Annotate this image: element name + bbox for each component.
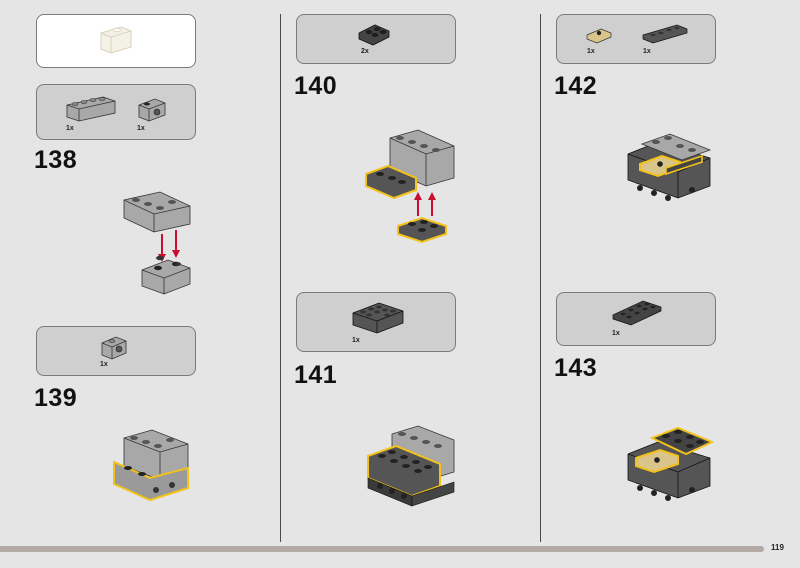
parts-box-step-142: 1x 1x	[556, 14, 716, 64]
plate-2x4-icon	[612, 300, 662, 326]
brick-with-hole-icon	[138, 98, 166, 122]
parts-box-step-143: 1x	[556, 292, 716, 346]
step-number: 142	[554, 72, 598, 100]
part-qty: 1x	[612, 330, 620, 337]
part-qty: 1x	[643, 48, 651, 55]
step-number: 141	[294, 361, 338, 389]
previous-step-box	[36, 14, 196, 68]
step-number: 140	[294, 72, 338, 100]
part-qty: 1x	[352, 337, 360, 344]
assembly-step-141	[367, 425, 455, 507]
parts-box-step-139: 1x	[36, 326, 196, 376]
parts-box-step-141: 1x	[296, 292, 456, 352]
part-qty: 1x	[66, 125, 74, 132]
column-divider-left	[280, 14, 281, 542]
parts-box-step-138: 1x 1x	[36, 84, 196, 140]
assembly-step-143	[627, 426, 715, 501]
footer-progress-bar	[0, 546, 764, 552]
step-number: 139	[34, 384, 78, 412]
brick-1x4-icon	[66, 96, 116, 122]
plate-2x2-icon	[358, 24, 390, 46]
part-qty: 1x	[100, 361, 108, 368]
step-number: 138	[34, 146, 78, 174]
part-qty: 1x	[587, 48, 595, 55]
page-number: 119	[771, 543, 784, 552]
assembly-step-138	[123, 191, 191, 295]
assembly-step-139	[113, 429, 189, 502]
step-number: 143	[554, 354, 598, 382]
transparent-brick-icon	[100, 26, 132, 54]
parts-box-step-140: 2x	[296, 14, 456, 64]
assembly-step-140	[365, 129, 455, 244]
tile-1x2-tan-icon	[586, 28, 612, 44]
part-qty: 2x	[361, 48, 369, 55]
brick-1x1-with-hole-icon	[101, 336, 127, 360]
assembly-step-142	[627, 133, 712, 201]
column-divider-right	[540, 14, 541, 542]
part-qty: 1x	[137, 125, 145, 132]
brick-2x4-icon	[352, 302, 404, 334]
plate-1x4-icon	[642, 24, 688, 44]
